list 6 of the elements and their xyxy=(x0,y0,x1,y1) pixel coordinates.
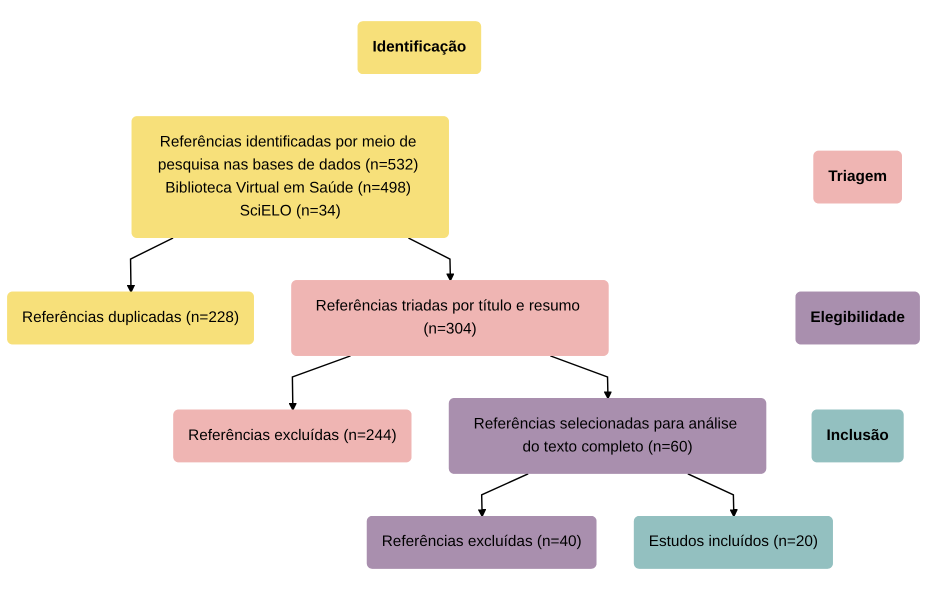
arrow xyxy=(688,473,738,518)
arrow xyxy=(126,237,174,293)
arrow xyxy=(478,473,528,518)
arrow xyxy=(288,355,351,411)
arrow xyxy=(550,355,612,400)
arrow xyxy=(408,237,454,282)
